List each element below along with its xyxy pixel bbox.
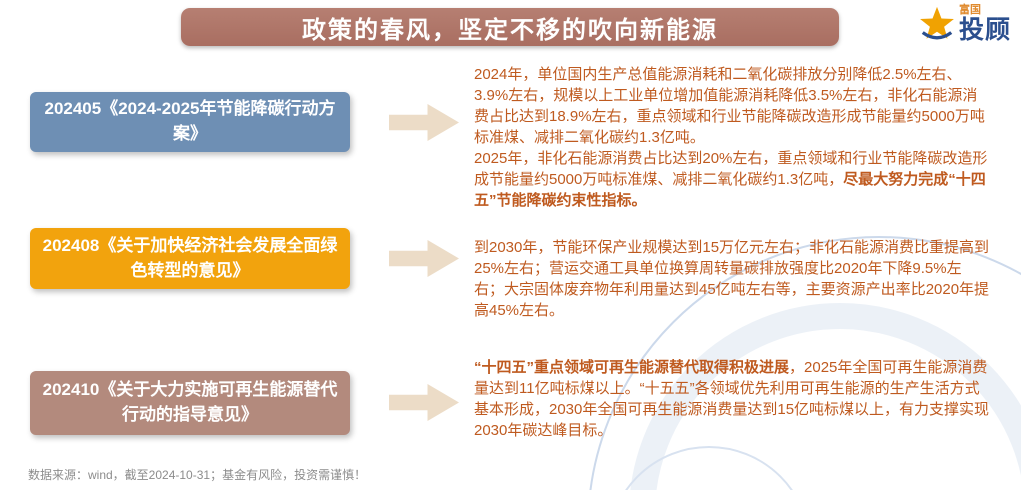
brand-text: 富国 投顾 [959, 5, 1011, 43]
policy-label-202410: 202410《关于大力实施可再生能源替代行动的指导意见》 [30, 371, 350, 435]
arrow-right-icon-2 [389, 240, 459, 277]
policy-body-202405: 2024年，单位国内生产总值能源消耗和二氧化碳排放分别降低2.5%左右、3.9%… [474, 66, 988, 209]
footer-note: 数据来源：wind，截至2024-10-31；基金有风险，投资需谨慎！ [28, 468, 367, 482]
policy-label-202405: 202405《2024-2025年节能降碳行动方案》 [30, 92, 350, 152]
brand-sub-label: 富国 [958, 4, 981, 17]
policy-body-202410: “十四五”重点领域可再生能源替代取得积极进展，2025年全国可再生能源消费量达到… [474, 359, 990, 439]
policy-label-202408: 202408《关于加快经济社会发展全面绿色转型的意见》 [30, 228, 350, 289]
arrow-right-icon-3 [389, 384, 459, 421]
policy-label-202410-text: 202410《关于大力实施可再生能源替代行动的指导意见》 [42, 380, 338, 424]
policy-label-202405-text: 202405《2024-2025年节能降碳行动方案》 [44, 99, 336, 143]
title-banner: 政策的春风，坚定不移的吹向新能源 [181, 8, 839, 46]
brand-logo: 富国 投顾 [918, 5, 1011, 43]
policy-body-202408: 到2030年，节能环保产业规模达到15万亿元左右；非化石能源消费比重提高到25%… [474, 239, 990, 319]
policy-label-202408-text: 202408《关于加快经济社会发展全面绿色转型的意见》 [42, 235, 338, 280]
star-icon [920, 6, 954, 40]
brand-main-label: 投顾 [958, 15, 1011, 44]
page-title: 政策的春风，坚定不移的吹向新能源 [302, 16, 718, 44]
arrow-right-icon-1 [389, 104, 459, 141]
